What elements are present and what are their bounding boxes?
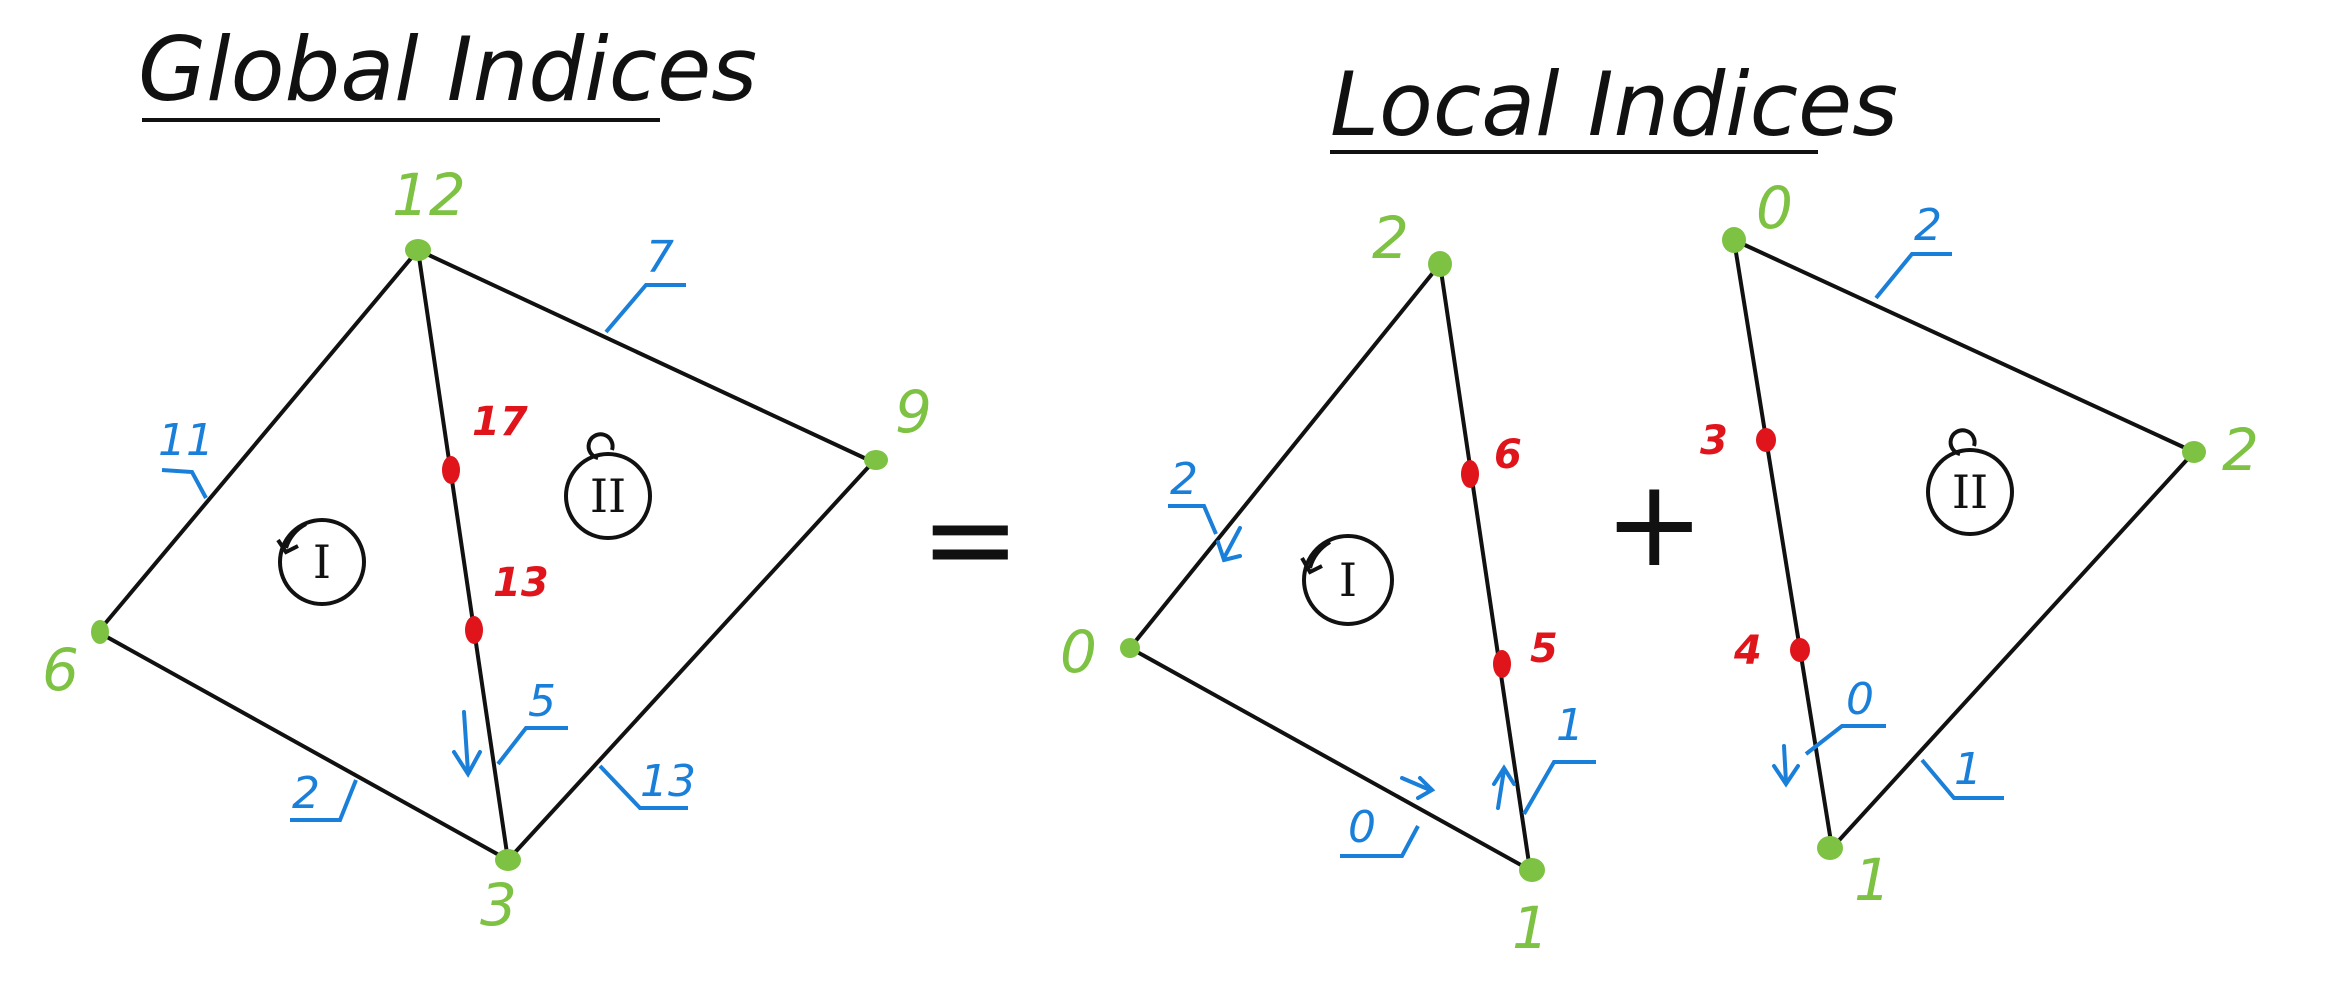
global-dof-label-17: 17 [472,399,528,445]
global-edge-line-12-9 [417,248,874,464]
local-II-vertex-label-0: 0 [1756,174,1793,242]
global-vertex-label-6: 6 [42,636,79,704]
local-II-dof-label-4: 4 [1733,628,1762,674]
local-I-direction-arrows [1216,526,1516,810]
local-I-dof-label-5: 5 [1530,626,1558,672]
global-mesh-edges [96,248,875,862]
local-I-edge-label-2: 2 [1170,454,1198,505]
global-edge-line-12-3 [416,249,510,861]
local-II-edge-leader-0 [1804,724,1886,756]
local-II-edge-line-0-2 [1733,238,2195,454]
global-edge-label-11: 11 [158,415,214,466]
local-I-edges [1128,262,1532,872]
global-edge-leader-5 [496,726,568,766]
local-II-edge-line-2-1 [1830,450,2196,850]
global-dof-label-13: 13 [493,560,549,606]
local-I-dof-dot-6 [1461,460,1479,488]
local-I-edge-line-0-1 [1129,646,1531,872]
local-II-edge-label-1: 1 [1954,744,1982,795]
plus-sign: + [1604,455,1705,594]
global-vertex-dot-6 [91,620,109,644]
global-dof-dot-17 [442,456,460,484]
local-I-edge-label-0: 0 [1348,802,1376,853]
global-vertex-label-9: 9 [895,378,932,446]
global-edge-leader-2 [290,779,358,822]
global-element-marker-II: II [564,432,652,540]
local-I-vertex-label-0: 0 [1060,618,1097,686]
local-II-element-label: II [1952,465,1988,519]
local-II-edge-leader-1 [1920,758,2004,800]
global-vertex-dots [91,239,888,871]
global-edge-line-9-3 [506,460,875,862]
local-II-edge-label-0: 0 [1846,674,1874,725]
global-edge-label-2: 2 [292,768,320,819]
local-II-dof-dot-3 [1756,428,1776,452]
local-indices-title: Local Indices [1330,53,1898,156]
local-element-I: 2 0 1 2 1 0 6 5 I [1060,204,1596,962]
local-I-vertex-label-2: 2 [1372,204,1409,272]
equals-sign: = [920,470,1021,609]
global-element-label-II: II [590,469,626,523]
global-vertex-dot-3 [495,849,521,871]
local-I-edge-leader-2 [1168,504,1218,535]
local-I-vertex-dot-1 [1519,858,1545,882]
local-II-edge-label-2: 2 [1914,200,1942,251]
local-I-element-marker: I [1300,534,1394,626]
global-edge-label-5: 5 [528,676,556,727]
local-II-element-marker: II [1926,428,2014,536]
global-edge-label-13: 13 [640,756,696,807]
global-edge-direction-arrow [452,710,482,778]
global-edge-leader-7 [604,283,686,334]
local-I-dof-dot-5 [1493,650,1511,678]
global-element-marker-I: I [276,518,366,606]
local-I-edge-line-2-1 [1438,263,1532,871]
global-vertex-dot-9 [864,450,888,470]
local-II-vertex-dot-0 [1722,227,1746,253]
local-II-vertex-dot-1 [1817,836,1843,860]
global-edge-line-6-3 [97,630,509,862]
local-I-element-label: I [1339,553,1357,607]
global-vertex-label-12: 12 [392,161,466,229]
local-II-dof-dots [1756,428,1810,662]
global-vertex-dot-12 [405,239,431,261]
local-I-dof-label-6: 6 [1494,432,1522,478]
global-indices-title: Global Indices [138,18,757,121]
global-mesh: 12 9 6 3 7 11 5 2 13 17 13 [42,161,932,939]
local-II-vertex-dots [1722,227,2206,860]
local-I-vertex-dot-2 [1428,251,1452,277]
global-dof-dots [442,456,483,644]
local-II-direction-arrow [1772,744,1800,788]
local-element-II: 0 2 1 2 0 1 3 4 II [1700,174,2259,914]
local-I-edge-line-2-0 [1128,262,1442,650]
global-edge-leader-11 [161,468,208,499]
local-I-vertex-dot-0 [1120,638,1140,658]
local-I-edge-leaders [1168,504,1596,858]
local-II-edge-leader-2 [1874,252,1952,300]
local-I-edge-leader-1 [1522,760,1596,815]
global-vertex-label-3: 3 [480,871,517,939]
global-element-label-I: I [313,535,331,589]
local-I-vertex-label-1: 1 [1512,894,1549,962]
local-II-vertex-label-1: 1 [1854,846,1891,914]
global-edge-leader-13 [598,764,688,810]
local-I-dof-dots [1461,460,1511,678]
local-I-edge-leader-0 [1340,825,1420,858]
global-edge-label-7: 7 [646,232,674,283]
local-II-dof-dot-4 [1790,638,1810,662]
global-edge-line-12-6 [96,248,420,634]
local-I-edge-label-1: 1 [1556,700,1584,751]
global-dof-dot-13 [465,616,483,644]
global-edge-leaders [161,283,688,822]
local-II-dof-label-3: 3 [1700,418,1728,464]
local-II-vertex-label-2: 2 [2222,416,2259,484]
local-II-vertex-dot-2 [2182,441,2206,463]
local-I-vertex-dots [1120,251,1545,882]
local-II-edge-leaders [1804,252,2004,800]
